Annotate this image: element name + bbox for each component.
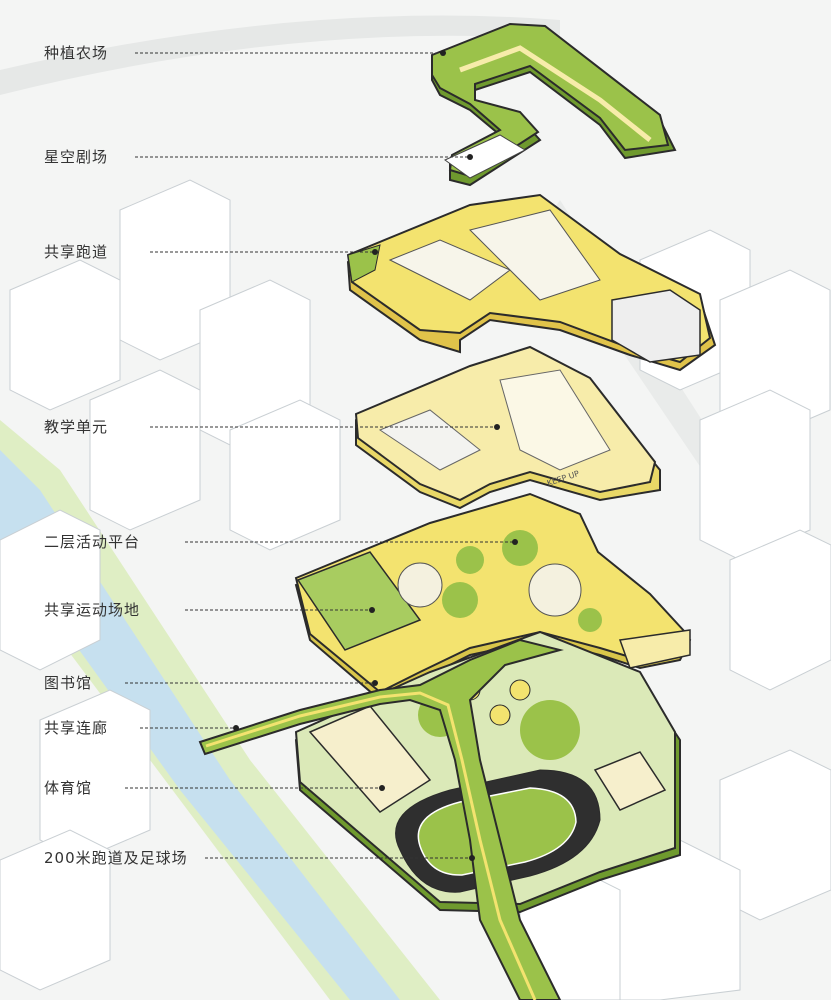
leader-lines (125, 50, 518, 861)
label-farm: 种植农场 (44, 44, 109, 62)
layer-teaching-units: KEEP UP (354, 345, 661, 510)
building (729, 529, 831, 691)
road (0, 15, 560, 95)
building (0, 829, 111, 991)
layer-running-track (346, 193, 717, 372)
garden-circle (397, 562, 443, 608)
theater-seating (444, 134, 527, 179)
riverbank (0, 420, 440, 1000)
garden-circle (442, 582, 478, 618)
shared-corridor (198, 638, 564, 1000)
gym-building (308, 705, 432, 813)
library-pod (489, 704, 511, 726)
corridor-walk (205, 691, 537, 1000)
building (9, 259, 121, 411)
platform-balcony (618, 629, 691, 669)
library-lawn (520, 700, 580, 760)
label-library: 图书馆 (44, 674, 93, 692)
library-pod (509, 679, 531, 701)
label-gym: 体育馆 (44, 779, 93, 797)
label-field: 200米跑道及足球场 (44, 849, 188, 867)
leader-dot (494, 424, 500, 430)
label-theater: 星空剧场 (44, 148, 109, 166)
garden-circle (502, 530, 538, 566)
label-track: 共享跑道 (44, 243, 109, 261)
building (229, 399, 341, 551)
sports-court (296, 551, 422, 651)
building (699, 389, 811, 561)
building (0, 509, 101, 671)
label-sports: 共享运动场地 (44, 601, 141, 619)
leader-dot (369, 607, 375, 613)
garden-circle (528, 563, 582, 617)
track-court (469, 209, 601, 301)
leader-dot (469, 855, 475, 861)
building (89, 369, 201, 531)
label-corridor: 共享连廊 (44, 719, 109, 737)
label-teaching: 教学单元 (44, 418, 109, 436)
farm-path (459, 45, 652, 142)
leader-dot (372, 249, 378, 255)
leader-dot (379, 785, 385, 791)
garden-circle (578, 608, 602, 632)
leader-dot (467, 154, 473, 160)
layer-activity-platform (294, 492, 692, 702)
track-green-edge (347, 244, 381, 283)
classroom-block (378, 409, 481, 471)
roof-building (611, 289, 701, 363)
garden-circle (456, 546, 484, 574)
leader-dot (372, 680, 378, 686)
building (39, 689, 151, 861)
leader-dot (440, 50, 446, 56)
farm-slab (431, 22, 670, 178)
corridor-bridge (198, 638, 564, 1000)
label-platform: 二层活动平台 (44, 533, 141, 551)
layer-farm-roof (431, 22, 677, 187)
leader-dot (512, 539, 518, 545)
annex-building (593, 751, 667, 811)
leader-dot (233, 725, 239, 731)
courtyard (499, 369, 611, 471)
